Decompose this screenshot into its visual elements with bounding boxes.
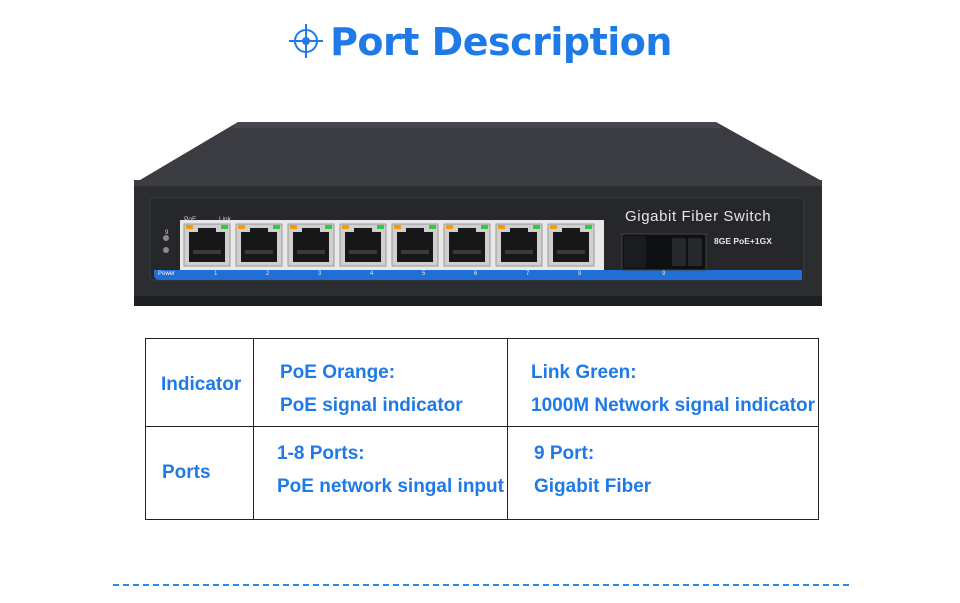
switch-top-edge bbox=[232, 122, 722, 128]
poe-orange-title: PoE Orange: bbox=[280, 362, 396, 383]
link-led-4 bbox=[377, 225, 384, 229]
ports-1-8-title: 1-8 Ports: bbox=[277, 443, 365, 464]
switch-bottom-edge bbox=[134, 296, 822, 306]
device-brand-text: Gigabit Fiber Switch bbox=[625, 208, 772, 225]
switch-illustration bbox=[134, 122, 822, 306]
poe-led-3 bbox=[290, 225, 297, 229]
poe-led-7 bbox=[498, 225, 505, 229]
port-number-9: 9 bbox=[662, 271, 666, 277]
table-divider-col1 bbox=[253, 339, 254, 519]
poe-led-6 bbox=[446, 225, 453, 229]
port-number-5: 5 bbox=[422, 271, 426, 277]
link-led-7 bbox=[533, 225, 540, 229]
link-led-label: Link bbox=[219, 216, 231, 223]
page-title: Port Description bbox=[330, 20, 672, 64]
port-number-1: 1 bbox=[214, 271, 218, 277]
link-led-6 bbox=[481, 225, 488, 229]
page-title-wrap: Port Description bbox=[0, 20, 960, 64]
status-led-power bbox=[163, 247, 169, 253]
switch-device-image: PoE Link 9 Power Gigabit Fiber Switch 8G… bbox=[120, 110, 840, 325]
link-led-5 bbox=[429, 225, 436, 229]
link-led-8 bbox=[585, 225, 592, 229]
table-divider-col2 bbox=[507, 339, 508, 519]
dashed-divider bbox=[113, 584, 849, 586]
link-led-2 bbox=[273, 225, 280, 229]
port-number-7: 7 bbox=[526, 271, 530, 277]
link-green-desc: 1000M Network signal indicator bbox=[531, 395, 816, 416]
poe-led-2 bbox=[238, 225, 245, 229]
port-number-8: 8 bbox=[578, 271, 582, 277]
poe-led-5 bbox=[394, 225, 401, 229]
device-model-text: 8GE PoE+1GX bbox=[714, 236, 772, 246]
port-number-4: 4 bbox=[370, 271, 374, 277]
port-number-6: 6 bbox=[474, 271, 478, 277]
link-led-3 bbox=[325, 225, 332, 229]
poe-orange-desc: PoE signal indicator bbox=[280, 395, 463, 416]
port-number-3: 3 bbox=[318, 271, 322, 277]
poe-led-label: PoE bbox=[184, 216, 197, 223]
link-led-1 bbox=[221, 225, 228, 229]
table-divider-row bbox=[146, 426, 818, 427]
row-header-ports: Ports bbox=[162, 462, 211, 483]
poe-led-8 bbox=[550, 225, 557, 229]
blue-label-stripe bbox=[154, 270, 802, 280]
port-9-title: 9 Port: bbox=[534, 443, 595, 464]
port-number-2: 2 bbox=[266, 271, 270, 277]
poe-led-4 bbox=[342, 225, 349, 229]
port-9-desc: Gigabit Fiber bbox=[534, 476, 652, 497]
ports-1-8-desc: PoE network singal input bbox=[277, 476, 504, 497]
port9-led-label: 9 bbox=[165, 230, 169, 236]
poe-led-1 bbox=[186, 225, 193, 229]
crosshair-icon bbox=[289, 24, 324, 58]
row-header-indicator: Indicator bbox=[161, 374, 242, 395]
port-description-table: Indicator PoE Orange: PoE signal indicat… bbox=[145, 338, 819, 520]
link-green-title: Link Green: bbox=[531, 362, 637, 383]
switch-top-panel bbox=[140, 122, 820, 180]
power-led-label: Power bbox=[158, 271, 176, 277]
status-led-9 bbox=[163, 235, 169, 241]
